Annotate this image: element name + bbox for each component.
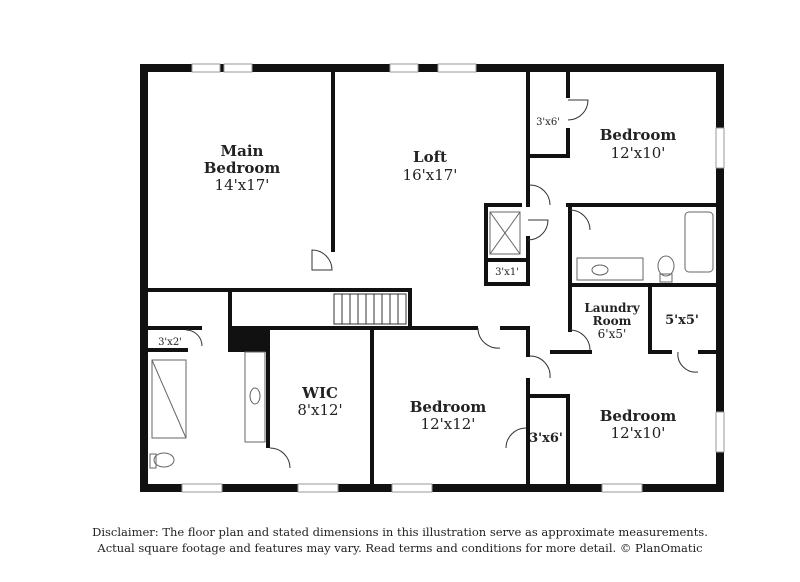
bedroom-ne-dims: 12'x10' [611,144,666,162]
windows [181,63,725,493]
laundry-dims: 6'x5' [598,327,627,341]
closet-3x2-label: 3'x2' [158,337,182,348]
disclaimer-line2: Actual square footage and features may v… [97,541,703,555]
closet-3x6-bottom-label: 3'x6' [529,431,563,446]
fixtures [149,211,714,469]
interior-walls [142,66,722,490]
closet-3x6-top-label: 3'x6' [536,117,560,128]
main-bedroom-name-line1: Main [221,142,264,160]
bedroom-center-name: Bedroom [410,398,487,416]
bedroom-se-dims: 12'x10' [611,424,666,442]
wic-name: WIC [301,384,338,402]
bedroom-center-dims: 12'x12' [421,415,476,433]
wall-block [228,326,266,352]
wic-dims: 8'x12' [297,401,342,419]
floor-plan: Main Bedroom 14'x17' Loft 16'x17' Bedroo… [140,63,725,493]
bedroom-ne-name: Bedroom [600,126,677,144]
doors [185,99,699,469]
closet-3x1-label: 3'x1' [495,267,519,278]
disclaimer: Disclaimer: The floor plan and stated di… [0,524,800,556]
main-bedroom-dims: 14'x17' [215,176,270,194]
disclaimer-line1: Disclaimer: The floor plan and stated di… [92,525,708,539]
laundry-name-line2: Room [593,314,632,328]
stairs [333,293,407,325]
loft-name: Loft [413,148,447,166]
bedroom-se-name: Bedroom [600,407,677,425]
main-bedroom-name-line2: Bedroom [204,159,281,177]
loft-dims: 16'x17' [403,166,458,184]
laundry-name-line1: Laundry [584,301,640,315]
closet-5x5-label: 5'x5' [665,313,699,328]
